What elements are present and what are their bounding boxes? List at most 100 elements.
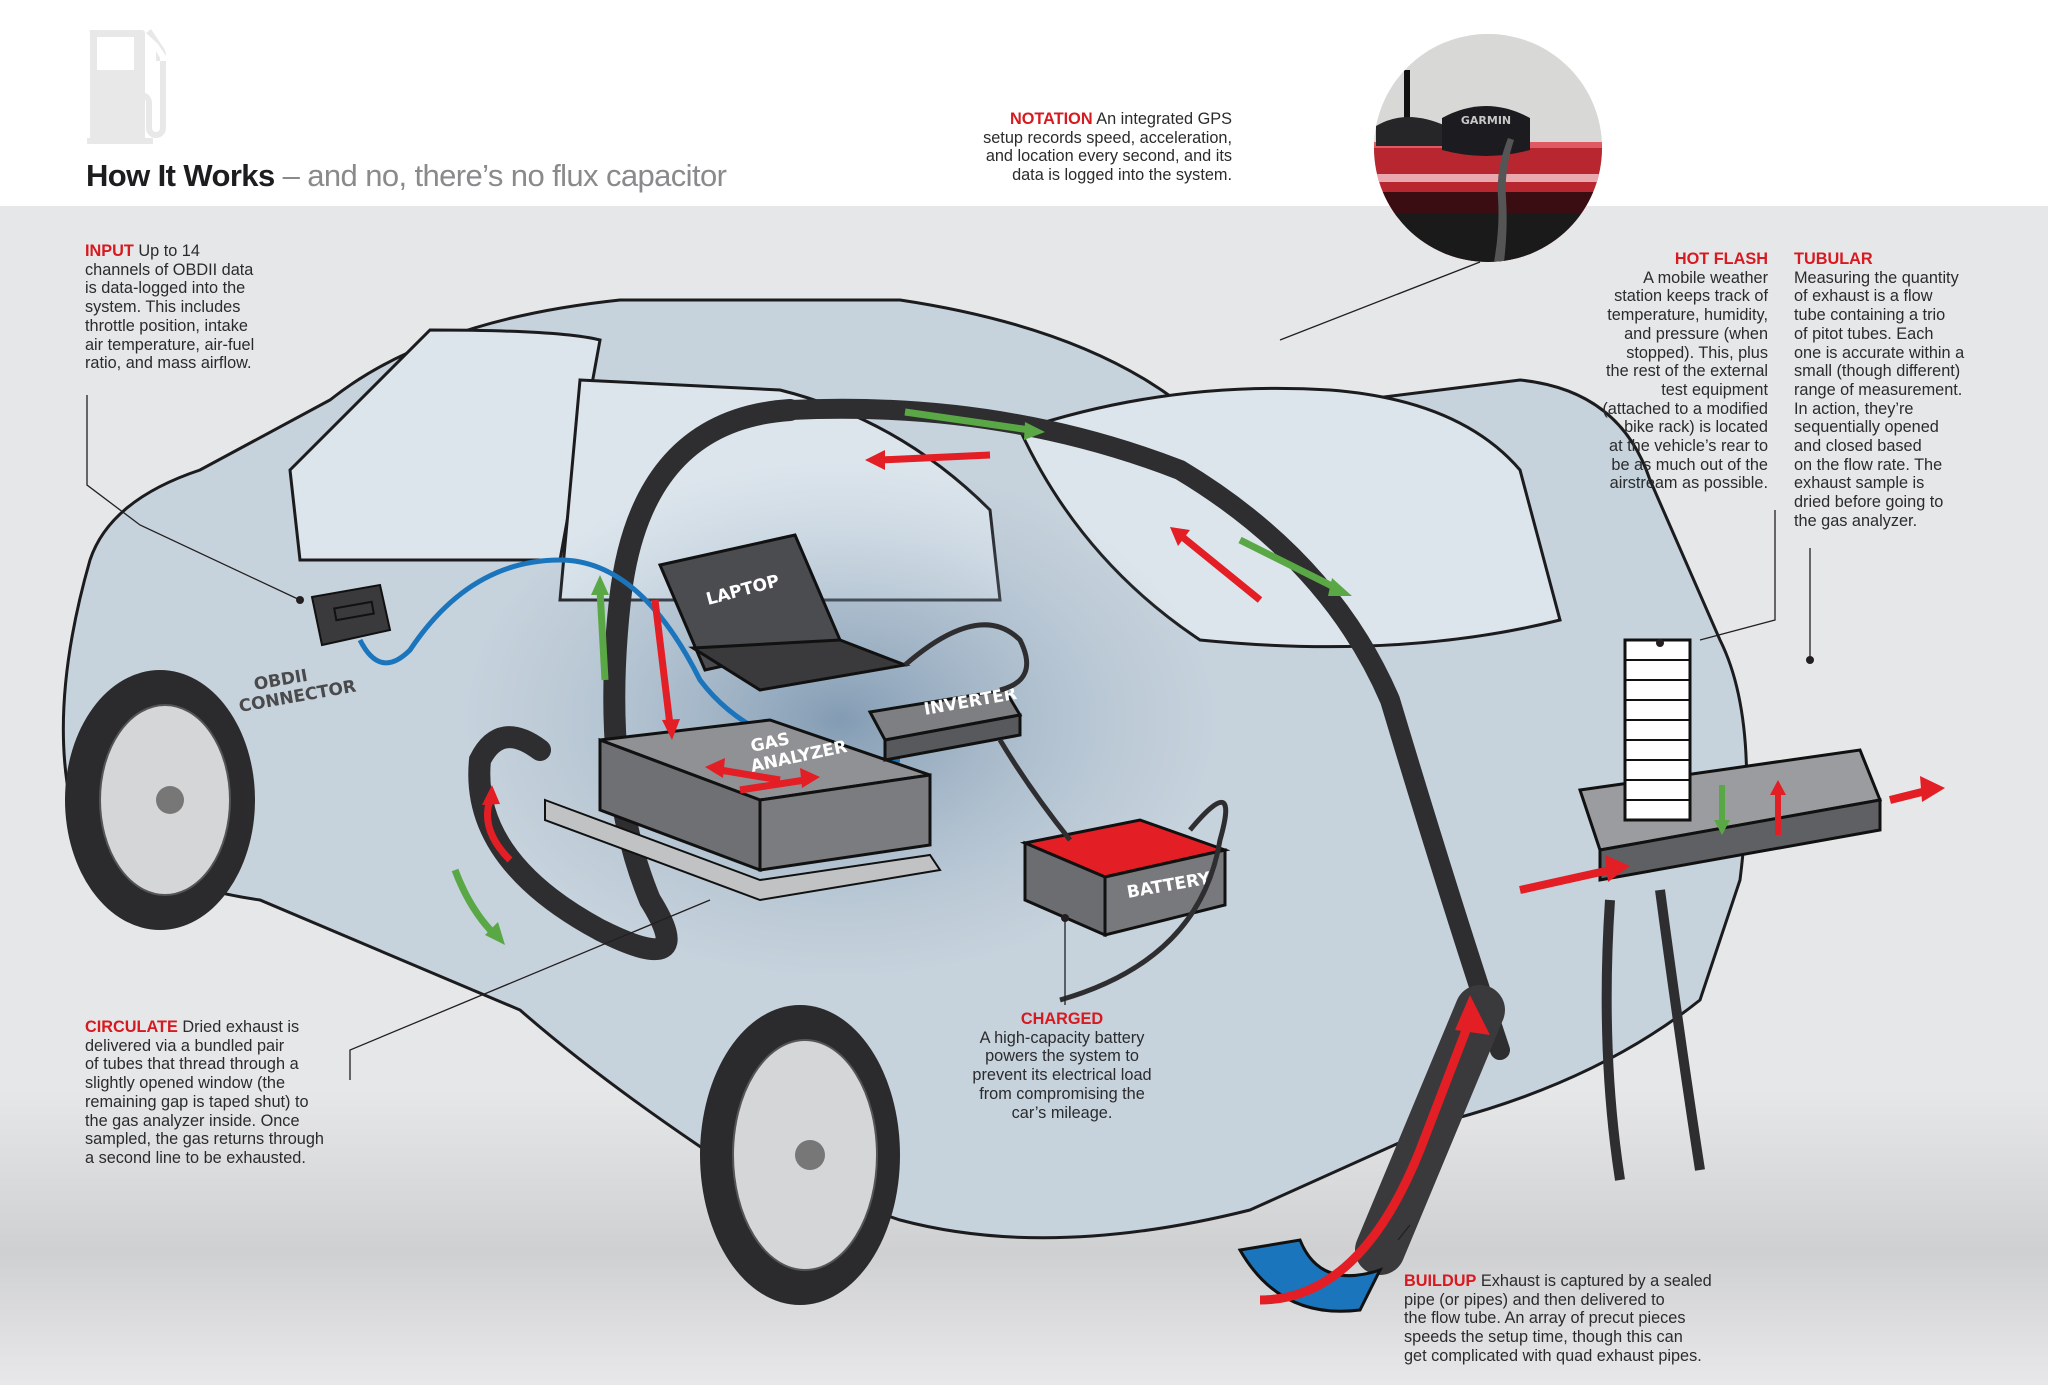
flow-tube-rig bbox=[1578, 748, 1883, 882]
circulate-line: a second line to be exhausted. bbox=[85, 1148, 306, 1167]
title-main: How It Works bbox=[86, 158, 275, 193]
input-line: Up to 14 bbox=[133, 242, 200, 260]
battery-cables bbox=[997, 738, 1229, 1003]
tubular-line: tube containing a trio bbox=[1794, 306, 1946, 325]
roof-hose bbox=[780, 398, 1510, 1060]
notation-line: data is logged into the system. bbox=[1012, 166, 1232, 185]
tubular-line: on the flow rate. The bbox=[1794, 455, 1943, 474]
tubular-line: of exhaust is a flow bbox=[1794, 287, 1933, 306]
buildup-line: Exhaust is captured by a sealed bbox=[1476, 1272, 1712, 1290]
tubular-heading: TUBULAR bbox=[1794, 250, 1873, 268]
red-arrow-head bbox=[705, 758, 725, 778]
front-window bbox=[288, 328, 602, 562]
page-title: How It Works – and no, there’s no flux c… bbox=[86, 158, 727, 194]
red-arrow-head bbox=[865, 450, 885, 470]
red-arrow bbox=[1177, 532, 1263, 603]
gas-analyzer bbox=[544, 718, 942, 902]
charged-line: car’s mileage. bbox=[1011, 1103, 1113, 1122]
red-arrow-head bbox=[482, 785, 500, 805]
gps-brand-label: GARMIN bbox=[1461, 114, 1511, 127]
notation-heading: NOTATION bbox=[1010, 110, 1093, 128]
fuel-pump-icon bbox=[87, 29, 167, 144]
inverter bbox=[867, 688, 1023, 762]
red-arrow bbox=[739, 776, 806, 794]
notation-line: An integrated GPS bbox=[1092, 110, 1232, 128]
hot-flash-line: and pressure (when bbox=[1624, 324, 1768, 343]
buildup-line: get complicated with quad exhaust pipes. bbox=[1404, 1346, 1702, 1365]
tubular-line: exhaust sample is bbox=[1794, 474, 1925, 493]
callout-hot-flash: HOT FLASH A mobile weather station keeps… bbox=[1560, 250, 1768, 493]
circulate-line: the gas analyzer inside. Once bbox=[85, 1111, 300, 1130]
green-arrow-head bbox=[1328, 578, 1352, 596]
charged-heading: CHARGED bbox=[1020, 1010, 1104, 1028]
circulate-heading: CIRCULATE bbox=[85, 1018, 178, 1036]
circulate-line: remaining gap is taped shut) to bbox=[85, 1092, 309, 1111]
battery bbox=[1019, 818, 1231, 938]
tubular-line: small (though different) bbox=[1794, 362, 1961, 381]
weather-station bbox=[1623, 638, 1692, 822]
charged-line: A high-capacity battery bbox=[979, 1028, 1145, 1047]
tubular-line: range of measurement. bbox=[1794, 380, 1963, 399]
tubular-line: dried before going to bbox=[1794, 493, 1944, 512]
red-arrow-head bbox=[662, 719, 680, 740]
tubular-line: of pitot tubes. Each bbox=[1794, 324, 1934, 343]
buildup-heading: BUILDUP bbox=[1404, 1272, 1477, 1290]
red-arrow bbox=[651, 599, 674, 726]
red-arrow-head bbox=[1605, 855, 1630, 882]
tubular-line: Measuring the quantity bbox=[1794, 268, 1959, 287]
input-line: system. This includes bbox=[85, 298, 241, 317]
bike-rack-straps bbox=[1601, 889, 1705, 1181]
callout-input: INPUT Up to 14 channels of OBDII data is… bbox=[85, 242, 305, 373]
green-arrow-head bbox=[485, 922, 505, 945]
green-arrow bbox=[596, 589, 609, 681]
input-line: throttle position, intake bbox=[85, 316, 248, 335]
callout-notation: NOTATION An integrated GPS setup records… bbox=[950, 110, 1232, 185]
red-arrow-head bbox=[1770, 780, 1786, 795]
red-arrow bbox=[1259, 1018, 1475, 1305]
hot-flash-line: the rest of the external bbox=[1605, 362, 1768, 381]
callout-circulate: CIRCULATE Dried exhaust is delivered via… bbox=[85, 1018, 345, 1168]
callout-buildup: BUILDUP Exhaust is captured by a sealed … bbox=[1404, 1272, 1734, 1366]
rear-wheel bbox=[700, 1005, 900, 1305]
green-arrow bbox=[904, 408, 1031, 434]
front-wheel bbox=[65, 670, 255, 930]
red-arrow-head bbox=[1455, 995, 1490, 1035]
input-line: is data-logged into the bbox=[85, 279, 246, 298]
red-arrow-head bbox=[1920, 776, 1945, 802]
hot-flash-line: temperature, humidity, bbox=[1607, 306, 1768, 325]
circulate-line: delivered via a bundled pair bbox=[85, 1036, 285, 1055]
circulate-line: sampled, the gas returns through bbox=[85, 1130, 324, 1149]
input-line: channels of OBDII data bbox=[85, 260, 254, 279]
notation-line: setup records speed, acceleration, bbox=[983, 128, 1232, 147]
tubular-line: sequentially opened bbox=[1794, 418, 1939, 437]
buildup-line: the flow tube. An array of precut pieces bbox=[1404, 1309, 1686, 1328]
buildup-line: speeds the setup time, though this can bbox=[1404, 1328, 1683, 1347]
hot-flash-line: test equipment bbox=[1661, 380, 1768, 399]
notation-line: and location every second, and its bbox=[985, 147, 1232, 166]
circulate-line: Dried exhaust is bbox=[177, 1018, 300, 1036]
hot-flash-line: at the vehicle’s rear to bbox=[1609, 437, 1768, 456]
red-arrow-head bbox=[800, 768, 820, 788]
tubular-line: In action, they’re bbox=[1794, 399, 1914, 418]
red-arrow bbox=[879, 451, 991, 464]
red-arrow bbox=[719, 766, 781, 784]
circulate-line: of tubes that thread through a bbox=[85, 1055, 299, 1074]
exhaust-hose bbox=[468, 399, 801, 961]
leader-dots bbox=[296, 596, 1814, 922]
green-arrow-head bbox=[1024, 422, 1045, 440]
hot-flash-heading: HOT FLASH bbox=[1674, 250, 1768, 268]
buildup-line: pipe (or pipes) and then delivered to bbox=[1404, 1290, 1665, 1309]
circulate-line: slightly opened window (the bbox=[85, 1074, 286, 1093]
hot-flash-line: be as much out of the bbox=[1611, 455, 1768, 474]
charged-line: prevent its electrical load bbox=[972, 1066, 1152, 1085]
hot-flash-line: stopped). This, plus bbox=[1626, 343, 1768, 362]
callout-charged: CHARGED A high-capacity battery powers t… bbox=[962, 1010, 1162, 1122]
green-arrow-head bbox=[1714, 820, 1730, 835]
obdii-connector bbox=[310, 583, 392, 647]
hot-flash-line: airstream as possible. bbox=[1609, 474, 1768, 493]
callout-tubular: TUBULAR Measuring the quantity of exhaus… bbox=[1794, 250, 1994, 531]
hot-flash-line: bike rack) is located bbox=[1624, 418, 1768, 437]
red-arrow-head bbox=[1170, 527, 1190, 546]
red-arrow bbox=[1519, 866, 1611, 894]
charged-line: powers the system to bbox=[985, 1047, 1139, 1066]
